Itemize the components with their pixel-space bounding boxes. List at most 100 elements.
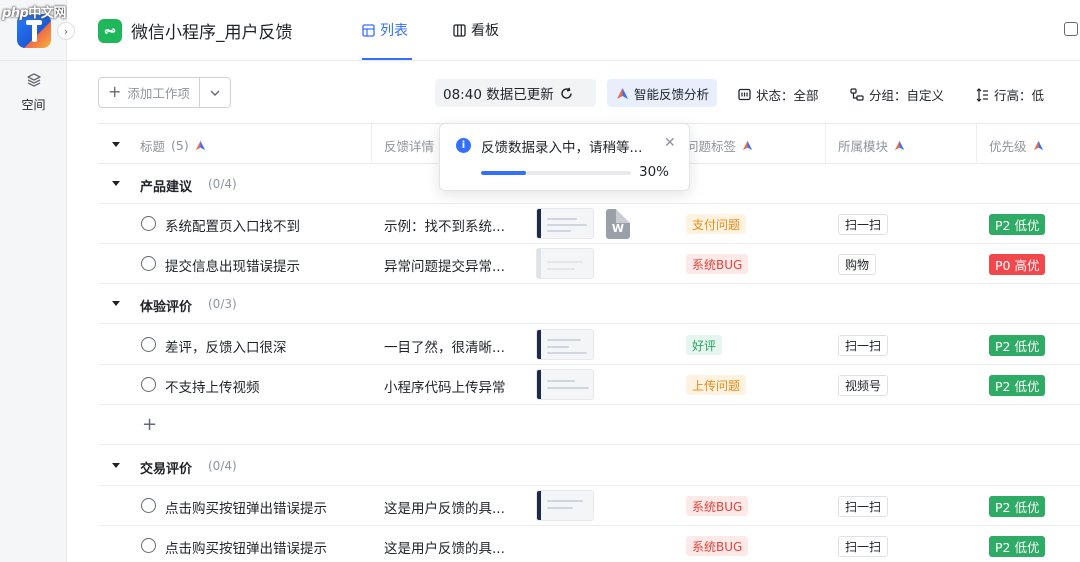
thumb-line bbox=[547, 500, 583, 502]
table-row[interactable]: 系统配置页入口找不到 示例：找不到系统... W 支付问题 扫一扫 P2 低优 bbox=[98, 204, 1080, 244]
row-height-icon bbox=[976, 87, 988, 102]
left-rail: php中文网 空间 bbox=[0, 0, 67, 562]
add-row[interactable]: + bbox=[98, 405, 1080, 445]
group-collapse-icon[interactable] bbox=[112, 181, 120, 186]
row-detail[interactable]: 一目了然，很清晰... bbox=[384, 340, 505, 356]
group-name: 体验评价 bbox=[140, 300, 193, 315]
issue-tag[interactable]: 上传问题 bbox=[686, 375, 747, 395]
priority-badge[interactable]: P2 低优 bbox=[989, 375, 1046, 396]
word-file-icon[interactable]: W bbox=[606, 209, 630, 239]
complete-checkbox[interactable] bbox=[141, 498, 156, 513]
ai-field-icon bbox=[742, 140, 753, 151]
add-work-item-label: 添加工作项 bbox=[127, 86, 190, 101]
collapse-all-icon[interactable] bbox=[112, 142, 120, 147]
column-divider[interactable] bbox=[976, 124, 977, 164]
rail-collapse-button[interactable]: › bbox=[57, 22, 75, 40]
table-row[interactable]: 点击购买按钮弹出错误提示 这是用户反馈的具... 系统BUG 扫一扫 P2 低优 bbox=[98, 526, 1080, 562]
more-options-icon[interactable] bbox=[1064, 22, 1078, 36]
complete-checkbox[interactable] bbox=[141, 538, 156, 553]
layers-icon[interactable] bbox=[26, 72, 42, 88]
tab-list-label: 列表 bbox=[380, 23, 408, 39]
column-divider[interactable] bbox=[371, 124, 372, 164]
priority-badge[interactable]: P2 低优 bbox=[989, 536, 1046, 557]
module-badge[interactable]: 扫一扫 bbox=[838, 536, 889, 557]
col-module[interactable]: 所属模块 bbox=[838, 136, 905, 155]
thumb-line bbox=[547, 346, 569, 348]
table-row[interactable]: 差评，反馈入口很深 一目了然，很清晰... 好评 扫一扫 P2 低优 bbox=[98, 325, 1080, 365]
row-title[interactable]: 点击购买按钮弹出错误提示 bbox=[165, 541, 327, 557]
issue-tag[interactable]: 系统BUG bbox=[686, 496, 749, 516]
row-title[interactable]: 点击购买按钮弹出错误提示 bbox=[165, 501, 327, 517]
row-detail[interactable]: 异常问题提交异常... bbox=[384, 259, 505, 275]
row-title[interactable]: 系统配置页入口找不到 bbox=[165, 219, 300, 235]
row-title[interactable]: 提交信息出现错误提示 bbox=[165, 259, 300, 275]
issue-tag[interactable]: 好评 bbox=[686, 335, 723, 355]
priority-badge[interactable]: P2 低优 bbox=[989, 335, 1046, 356]
row-height-setting[interactable]: 行高：低 bbox=[976, 85, 1044, 104]
row-detail[interactable]: 小程序代码上传异常 bbox=[384, 380, 506, 396]
row-detail[interactable]: 示例：找不到系统... bbox=[384, 219, 505, 235]
group-row-experience-review[interactable]: 体验评价 (0/3) bbox=[98, 284, 1080, 324]
status-filter[interactable]: 状态：全部 bbox=[738, 85, 819, 104]
ai-analysis-label: 智能反馈分析 bbox=[634, 86, 710, 102]
module-badge[interactable]: 购物 bbox=[838, 254, 877, 275]
issue-tag[interactable]: 系统BUG bbox=[686, 536, 749, 556]
image-thumbnail[interactable] bbox=[536, 248, 594, 279]
app-logo[interactable] bbox=[17, 14, 51, 48]
priority-badge[interactable]: P2 低优 bbox=[989, 214, 1046, 235]
row-title[interactable]: 差评，反馈入口很深 bbox=[165, 340, 287, 356]
add-dropdown-button[interactable] bbox=[200, 90, 230, 96]
status-filter-label: 状态：全部 bbox=[756, 88, 819, 103]
tab-list[interactable]: 列表 bbox=[362, 20, 408, 40]
thumb-line bbox=[547, 230, 571, 232]
priority-badge[interactable]: P0 高优 bbox=[989, 254, 1046, 275]
close-icon[interactable]: ✕ bbox=[664, 135, 676, 151]
row-detail[interactable]: 这是用户反馈的具... bbox=[384, 541, 505, 557]
plus-icon[interactable]: + bbox=[142, 414, 158, 435]
data-refresh-status[interactable]: 08:40 数据已更新 bbox=[435, 79, 596, 107]
image-thumbnail[interactable] bbox=[536, 208, 594, 239]
complete-checkbox[interactable] bbox=[141, 337, 156, 352]
issue-tag[interactable]: 系统BUG bbox=[686, 254, 749, 274]
col-tag[interactable]: 问题标签 bbox=[686, 136, 753, 155]
group-row-product-suggestion[interactable]: 产品建议 (0/4) bbox=[98, 164, 1080, 204]
table-row[interactable]: 提交信息出现错误提示 异常问题提交异常... 系统BUG 购物 P0 高优 bbox=[98, 244, 1080, 284]
group-setting[interactable]: 分组：自定义 bbox=[850, 85, 944, 104]
col-detail[interactable]: 反馈详情 bbox=[384, 136, 434, 155]
issue-tag[interactable]: 支付问题 bbox=[686, 214, 747, 234]
tab-board[interactable]: 看板 bbox=[453, 20, 499, 40]
group-collapse-icon[interactable] bbox=[112, 301, 120, 306]
group-row-transaction-review[interactable]: 交易评价 (0/4) bbox=[98, 446, 1080, 486]
row-title[interactable]: 不支持上传视频 bbox=[165, 380, 260, 396]
module-badge[interactable]: 扫一扫 bbox=[838, 496, 889, 517]
group-collapse-icon[interactable] bbox=[112, 463, 120, 468]
add-work-item-main[interactable]: + 添加工作项 bbox=[99, 78, 199, 107]
module-badge[interactable]: 扫一扫 bbox=[838, 214, 889, 235]
image-thumbnail[interactable] bbox=[536, 329, 594, 360]
complete-checkbox[interactable] bbox=[141, 256, 156, 271]
module-badge[interactable]: 扫一扫 bbox=[838, 335, 889, 356]
watermark: php中文网 bbox=[2, 2, 66, 21]
add-work-item-button[interactable]: + 添加工作项 bbox=[98, 77, 231, 108]
priority-badge[interactable]: P2 低优 bbox=[989, 496, 1046, 517]
row-detail[interactable]: 这是用户反馈的具... bbox=[384, 501, 505, 517]
app-title: 微信小程序_用户反馈 bbox=[131, 23, 293, 43]
image-thumbnail[interactable] bbox=[536, 490, 594, 521]
chevron-down-icon bbox=[210, 90, 220, 96]
refresh-icon[interactable] bbox=[560, 87, 573, 100]
complete-checkbox[interactable] bbox=[141, 216, 156, 231]
table-row[interactable]: 不支持上传视频 小程序代码上传异常 上传问题 视频号 P2 低优 bbox=[98, 365, 1080, 405]
active-tab-indicator bbox=[362, 58, 412, 60]
table-row[interactable]: 点击购买按钮弹出错误提示 这是用户反馈的具... 系统BUG 扫一扫 P2 低优 bbox=[98, 486, 1080, 526]
space-label[interactable]: 空间 bbox=[21, 98, 46, 112]
col-detail-label: 反馈详情 bbox=[384, 139, 435, 154]
module-badge[interactable]: 视频号 bbox=[838, 375, 889, 396]
col-title[interactable]: 标题 (5) bbox=[140, 136, 206, 155]
col-priority[interactable]: 优先级 bbox=[989, 136, 1044, 155]
image-thumbnail[interactable] bbox=[536, 369, 594, 400]
complete-checkbox[interactable] bbox=[141, 377, 156, 392]
column-divider[interactable] bbox=[825, 124, 826, 164]
ai-field-icon bbox=[1033, 140, 1043, 151]
group-name: 交易评价 bbox=[140, 462, 193, 477]
ai-feedback-analysis-button[interactable]: 智能反馈分析 bbox=[607, 79, 717, 107]
